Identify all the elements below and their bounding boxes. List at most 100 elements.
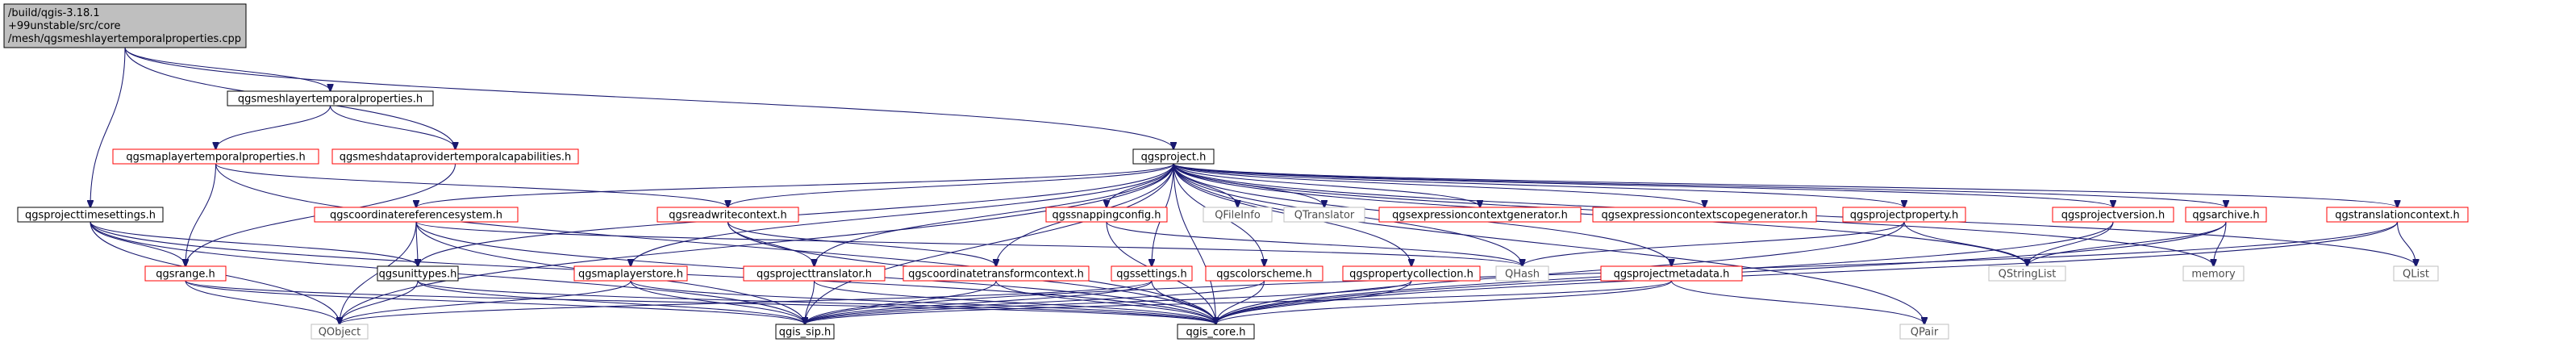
node-label: qgscolorscheme.h (1216, 269, 1311, 281)
edge-archive-to-memory (2214, 221, 2227, 266)
node-proj[interactable]: qgsproject.h (1132, 148, 1215, 165)
node-snap[interactable]: qgssnappingconfig.h (1045, 207, 1168, 223)
node-label: memory (2191, 269, 2236, 281)
edge-root-to-proj (124, 47, 1173, 149)
node-pmeta[interactable]: qgsprojectmetadata.h (1600, 265, 1743, 282)
edge-proj-to-tctx (1173, 163, 2398, 207)
node-qlist: QList (2393, 265, 2439, 282)
edge-range-to-qobject (185, 280, 340, 324)
edge-pmeta-to-core (1216, 280, 1673, 324)
node-box (1592, 207, 1817, 223)
edge-pver-to-qsl (2028, 221, 2114, 266)
node-box (1045, 207, 1168, 223)
node-label: qgis_core.h (1186, 327, 1246, 339)
node-box (314, 207, 519, 223)
node-mltp[interactable]: qgsmeshlayertemporalproperties.h (227, 90, 434, 106)
edge-cscheme-to-sip (805, 280, 1265, 324)
node-sip[interactable]: qgis_sip.h (775, 324, 835, 340)
root-label-line: +99unstable/src/core (8, 20, 121, 32)
node-pprop[interactable]: qgsprojectproperty.h (1842, 207, 1966, 223)
node-label: qgsprojectversion.h (2061, 210, 2165, 222)
edge-proj-to-qpair (1173, 163, 1924, 324)
node-label: qgsprojectproperty.h (1850, 210, 1959, 222)
node-cscheme[interactable]: qgscolorscheme.h (1205, 265, 1323, 282)
node-label: qgssnappingconfig.h (1052, 210, 1161, 222)
node-qobject: QObject (311, 324, 369, 340)
edge-archive-to-qsl (2028, 221, 2227, 266)
node-mdptc[interactable]: qgsmeshdataprovidertemporalcapabilities.… (331, 148, 579, 165)
node-ecg[interactable]: qgsexpressioncontextgenerator.h (1378, 207, 1582, 223)
node-unit[interactable]: qgsunittypes.h (377, 265, 459, 282)
edge-proj-to-archive (1173, 163, 2226, 207)
node-box (657, 207, 799, 223)
edge-pprop-to-qhash (1523, 221, 1905, 266)
edge-pcoll-to-sip (805, 280, 1412, 324)
node-rwc[interactable]: qgsreadwritecontext.h (657, 207, 799, 223)
node-box (1283, 207, 1365, 223)
node-label: QList (2403, 269, 2429, 281)
root-file-node: /build/qgis-3.18.1+99unstable/src/core/m… (3, 3, 247, 48)
edge-proj-to-mls (631, 163, 1174, 266)
node-ptrans[interactable]: qgsprojecttranslator.h (743, 265, 886, 282)
node-label: qgstranslationcontext.h (2335, 210, 2460, 222)
node-range[interactable]: qgsrange.h (144, 265, 227, 282)
edge-proj-to-core (1173, 163, 1216, 324)
node-crs[interactable]: qgscoordinatereferencesystem.h (314, 207, 519, 223)
edge-proj-to-ecsg (1173, 163, 1705, 207)
node-archive[interactable]: qgsarchive.h (2185, 207, 2267, 223)
edge-range-to-core (185, 280, 1216, 324)
root-label-line: /mesh/qgsmeshlayertemporalproperties.cpp (8, 33, 241, 45)
node-settings[interactable]: qgssettings.h (1111, 265, 1193, 282)
edge-crs-to-qhash (415, 221, 1523, 266)
node-qhash: QHash (1495, 265, 1549, 282)
node-box (1600, 265, 1743, 282)
edge-mls-to-qobject (340, 280, 631, 324)
node-box (2182, 265, 2245, 282)
node-label: qgsprojectmetadata.h (1614, 269, 1730, 281)
node-qsl: QStringList (1988, 265, 2066, 282)
edge-pprop-to-core (1216, 221, 1905, 324)
edge-mptp-to-core (215, 163, 1216, 324)
node-mls[interactable]: qgsmaplayerstore.h (573, 265, 688, 282)
node-box (1378, 207, 1582, 223)
edge-ptrans-to-core (813, 280, 1216, 324)
node-pcoll[interactable]: qgspropertycollection.h (1342, 265, 1481, 282)
node-mptp[interactable]: qgsmaplayertemporalproperties.h (112, 148, 319, 165)
node-box (573, 265, 688, 282)
node-label: QStringList (1999, 269, 2057, 281)
node-core[interactable]: qgis_core.h (1177, 324, 1255, 340)
node-box (2185, 207, 2267, 223)
node-box (17, 207, 164, 223)
node-label: qgsprojecttimesettings.h (25, 210, 156, 222)
node-label: qgsreadwritecontext.h (669, 210, 787, 222)
dependency-edges (90, 47, 2416, 324)
node-box (227, 90, 434, 106)
edge-unit-to-qobject (340, 280, 419, 324)
edge-proj-to-pprop (1173, 163, 1904, 207)
edge-proj-to-crs (416, 163, 1174, 207)
node-pts[interactable]: qgsprojecttimesettings.h (17, 207, 164, 223)
node-box (112, 148, 319, 165)
edge-pmeta-to-qpair (1670, 280, 1925, 324)
node-box (1177, 324, 1255, 340)
edge-mltp-to-mptp (216, 105, 331, 149)
edge-tctx-to-core (1216, 221, 2399, 324)
node-box (1111, 265, 1193, 282)
node-box (2052, 207, 2174, 223)
edge-settings-to-sip (805, 280, 1153, 324)
node-box (1342, 265, 1481, 282)
node-tctx[interactable]: qgstranslationcontext.h (2326, 207, 2469, 223)
node-pver[interactable]: qgsprojectversion.h (2052, 207, 2174, 223)
edge-proj-to-pver (1173, 163, 2113, 207)
node-box (3, 3, 247, 48)
node-box (1203, 207, 1273, 223)
node-label: qgsmeshlayertemporalproperties.h (238, 94, 423, 106)
node-label: qgsrange.h (156, 269, 215, 281)
edge-tctx-to-qlist (2396, 221, 2416, 266)
edge-unit-to-sip (417, 280, 805, 324)
node-label: qgsmaplayerstore.h (578, 269, 683, 281)
edge-rwc-to-ctc (727, 221, 997, 266)
node-ecsg[interactable]: qgsexpressioncontextscopegenerator.h (1592, 207, 1817, 223)
node-ctc[interactable]: qgscoordinatetransformcontext.h (902, 265, 1090, 282)
